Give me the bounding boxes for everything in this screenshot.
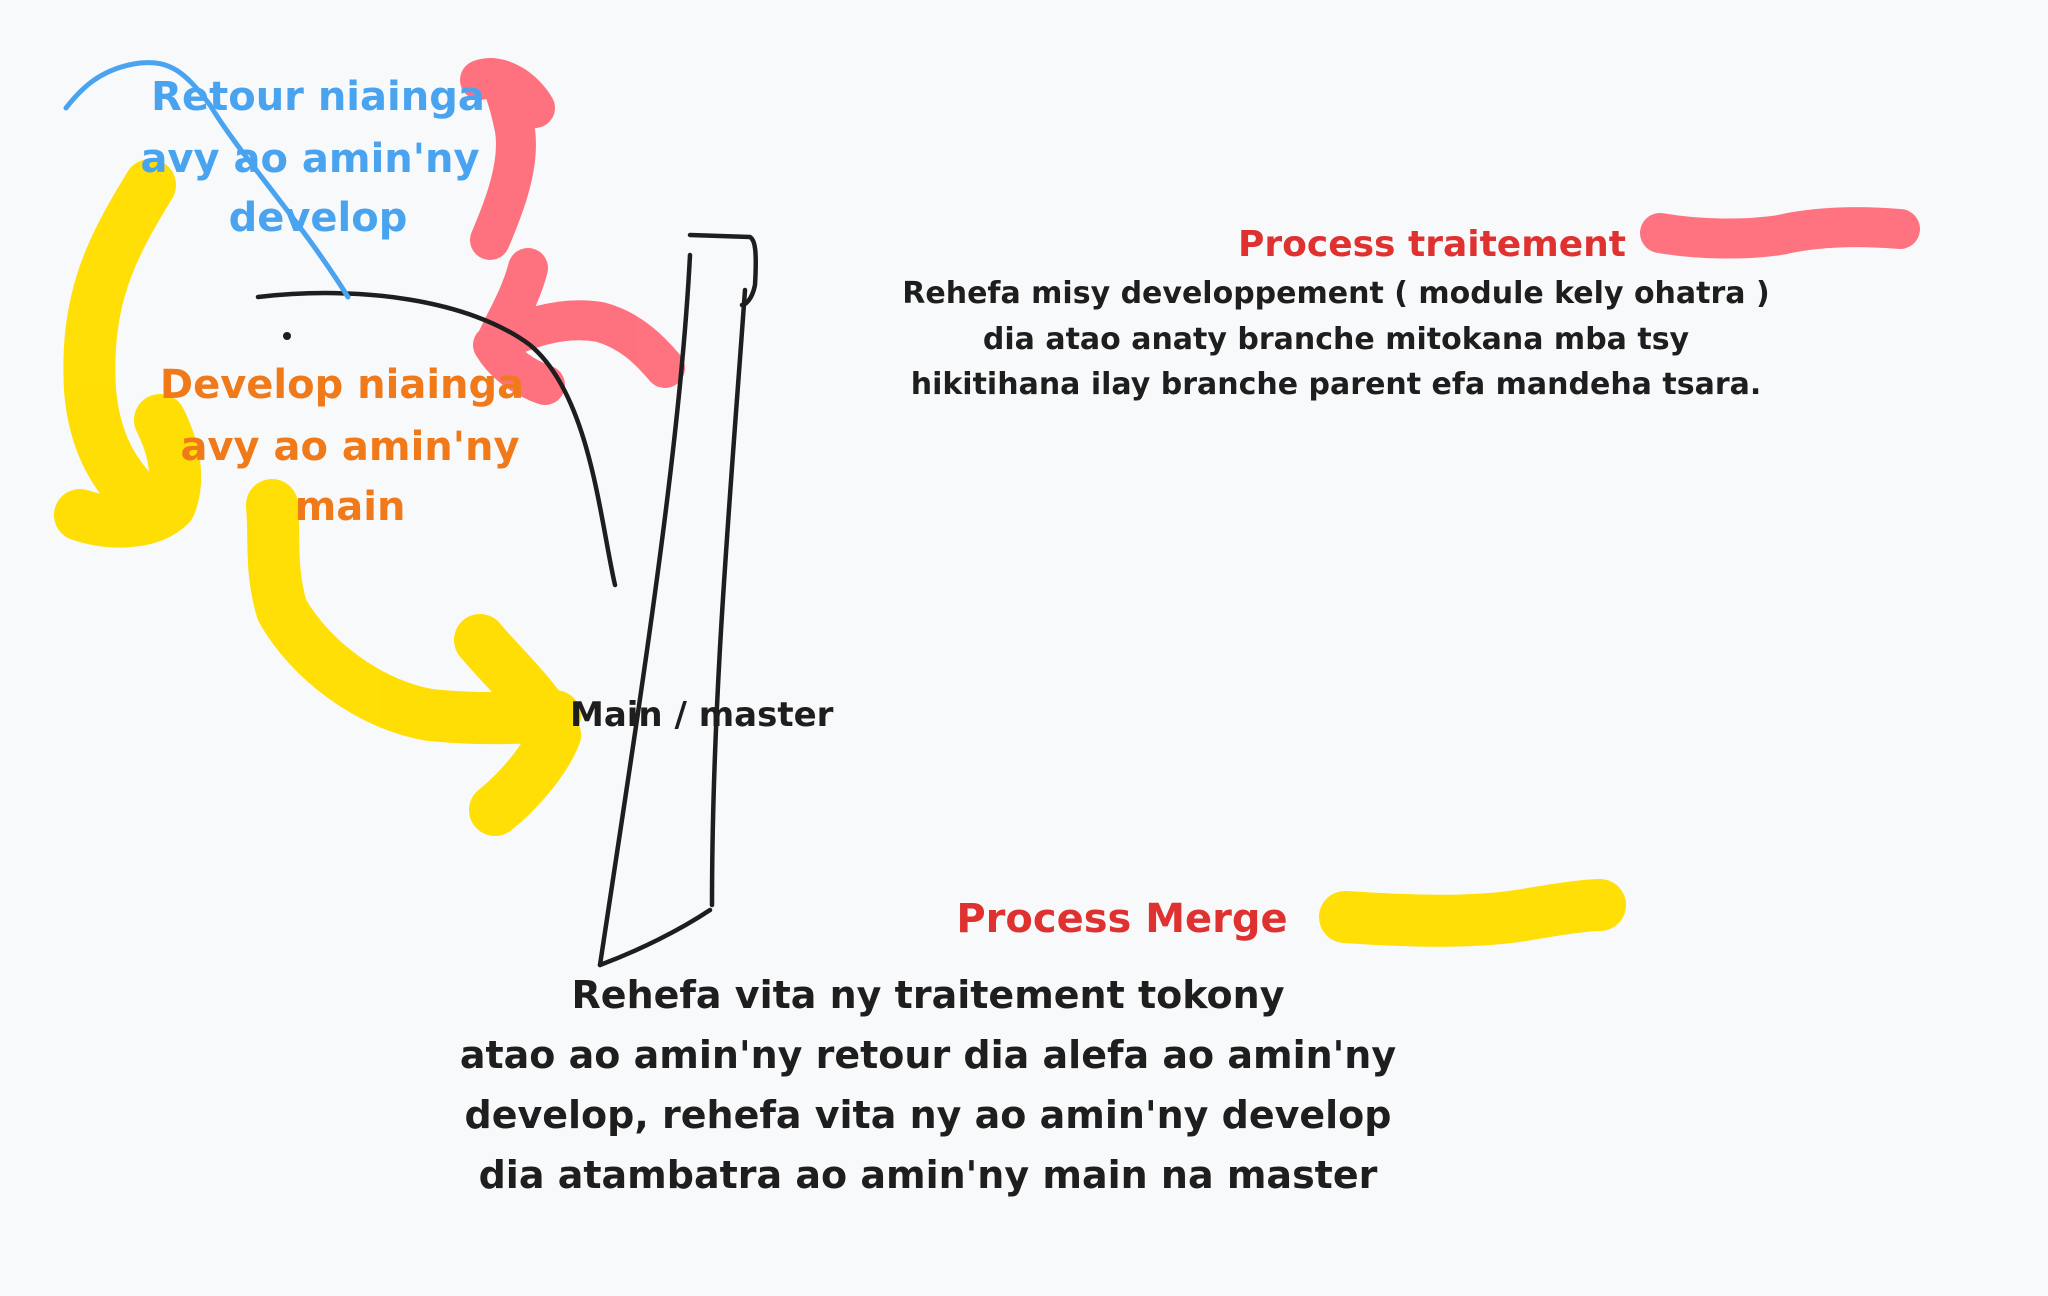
process-traitement-text: Rehefa misy developpement ( module kely … — [902, 276, 1769, 402]
red-traitement-arrows — [460, 58, 1920, 405]
yellow-arrow-middle — [246, 479, 581, 745]
yellow-merge-arrows — [54, 159, 1626, 947]
retour-label: Retour niainga avy ao amin'ny develop — [140, 74, 484, 241]
traitement-line-3: hikitihana ilay branche parent efa mande… — [911, 367, 1762, 402]
main-master-label: Main / master — [570, 695, 834, 735]
merge-line-2: atao ao amin'ny retour dia alefa ao amin… — [460, 1033, 1396, 1077]
develop-label: Develop niainga avy ao amin'ny main — [160, 362, 524, 530]
yellow-legend-stroke — [1319, 879, 1626, 947]
main-branch-right-edge — [709, 287, 748, 908]
merge-line-3: develop, rehefa vita ny ao amin'ny devel… — [465, 1093, 1392, 1137]
process-traitement-title: Process traitement — [1238, 224, 1626, 265]
retour-label-line-2: avy ao amin'ny — [140, 136, 479, 182]
red-arrow-lower-head — [473, 325, 565, 405]
retour-label-line-3: develop — [229, 195, 408, 241]
retour-label-line-1: Retour niainga — [151, 74, 485, 120]
merge-line-1: Rehefa vita ny traitement tokony — [572, 973, 1285, 1017]
main-branch-left-edge — [597, 252, 693, 968]
red-arrow-up-head — [460, 58, 555, 128]
main-branch-bottom — [597, 907, 713, 968]
traitement-line-1: Rehefa misy developpement ( module kely … — [902, 276, 1769, 311]
yellow-arrow-middle-head — [454, 614, 581, 836]
branch-dot — [283, 332, 291, 340]
retour-branch-line — [63, 60, 351, 300]
process-merge-title: Process Merge — [956, 896, 1287, 942]
develop-label-line-2: avy ao amin'ny — [180, 424, 519, 470]
develop-label-line-3: main — [295, 484, 406, 530]
merge-line-4: dia atambatra ao amin'ny main na master — [479, 1153, 1378, 1197]
traitement-line-2: dia atao anaty branche mitokana mba tsy — [983, 322, 1690, 357]
develop-label-line-1: Develop niainga — [160, 362, 524, 408]
red-arrow-lower — [475, 248, 685, 388]
retour-branch — [63, 60, 351, 300]
process-merge-text: Rehefa vita ny traitement tokony atao ao… — [460, 973, 1396, 1197]
red-legend-stroke — [1640, 207, 1920, 259]
yellow-arrow-left — [63, 159, 176, 526]
branch-lines — [255, 232, 759, 968]
develop-branch-curve — [255, 290, 618, 588]
yellow-arrow-left-head — [54, 394, 202, 548]
